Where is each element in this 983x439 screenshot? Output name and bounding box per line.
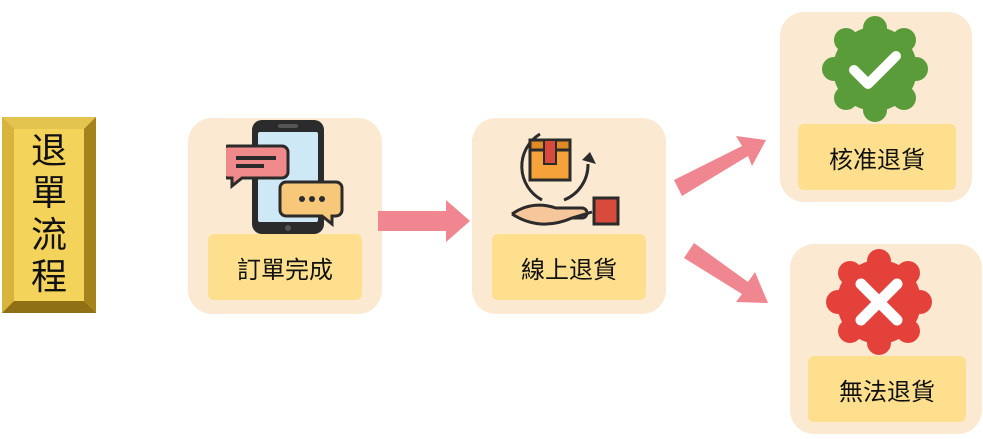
process-title-plaque: 退單流程 (2, 117, 96, 313)
outcome-card-rejected: 無法退貨 (790, 244, 982, 434)
outcome-label: 核准退貨 (798, 124, 956, 190)
step-card-order-complete: 訂單完成 (188, 118, 382, 314)
plaque-bevel (84, 117, 96, 313)
arrow-step1-to-step2 (378, 200, 470, 242)
plaque-bevel (2, 301, 96, 313)
phone-chat-icon (226, 120, 344, 234)
return-package-icon (511, 132, 620, 226)
process-title: 退單流程 (30, 131, 67, 298)
approved-badge-icon (822, 16, 928, 122)
step-label: 訂單完成 (208, 234, 362, 300)
rejected-badge-icon (826, 249, 932, 355)
outcome-card-approved: 核准退貨 (780, 12, 972, 202)
step-card-online-return: 線上退貨 (472, 118, 666, 314)
plaque-bevel (2, 117, 96, 129)
arrow-to-rejected (684, 243, 768, 303)
step-label: 線上退貨 (492, 234, 646, 300)
plaque-face: 退單流程 (14, 129, 84, 301)
arrow-to-approved (674, 136, 766, 196)
outcome-label: 無法退貨 (808, 356, 966, 422)
plaque-bevel (2, 117, 14, 313)
